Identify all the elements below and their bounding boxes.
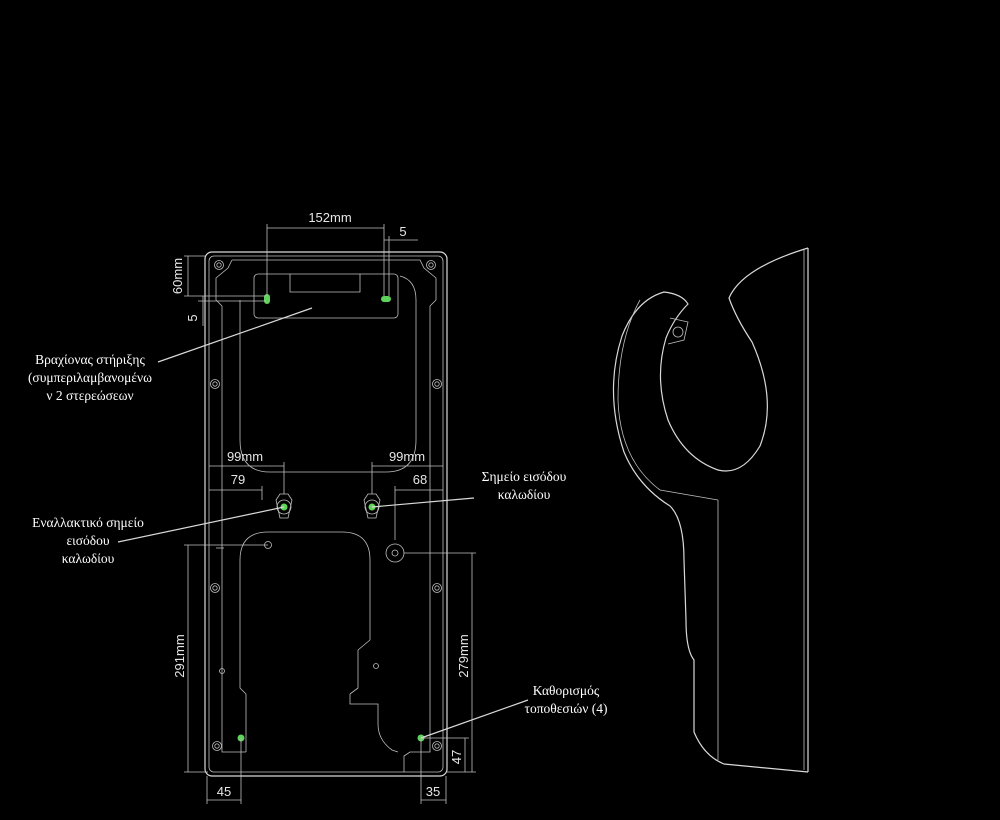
dim-152mm: 152mm: [308, 210, 351, 225]
dim-279mm: 279mm: [456, 634, 471, 677]
svg-text:καλωδίου: καλωδίου: [62, 551, 115, 566]
leader-lines: [117, 307, 529, 739]
label-alt-cable-entry: Εναλλακτικό σημείο εισόδου καλωδίου: [32, 515, 144, 566]
svg-text:ν 2 στερεώσεων: ν 2 στερεώσεων: [46, 388, 133, 403]
side-view-profile: [612, 247, 809, 773]
svg-text:Σημείο εισόδου: Σημείο εισόδου: [482, 469, 567, 484]
dimension-lines: [184, 224, 476, 804]
dim-79: 79: [231, 472, 245, 487]
svg-text:Καθορισμός: Καθορισμός: [533, 683, 600, 698]
dim-top-5: 5: [399, 224, 406, 239]
svg-text:εισόδου: εισόδου: [66, 533, 109, 548]
dim-99mm-left: 99mm: [227, 449, 263, 464]
svg-text:καλωδίου: καλωδίου: [498, 487, 551, 502]
dim-99mm-right: 99mm: [389, 449, 425, 464]
dim-left-5: 5: [185, 314, 200, 321]
svg-text:τοποθεσιών (4): τοποθεσιών (4): [525, 701, 608, 716]
svg-text:(συμπεριλαμβανομένω: (συμπεριλαμβανομένω: [28, 370, 152, 385]
label-cable-entry: Σημείο εισόδου καλωδίου: [482, 469, 567, 502]
back-plate-outline: [204, 251, 448, 777]
fixing-holes: [210, 260, 442, 751]
dim-35: 35: [426, 784, 440, 799]
dim-291mm: 291mm: [172, 634, 187, 677]
dim-60mm: 60mm: [170, 258, 185, 294]
svg-text:Βραχίονας στήριξης: Βραχίονας στήριξης: [35, 352, 145, 367]
svg-text:Εναλλακτικό σημείο: Εναλλακτικό σημείο: [32, 515, 144, 530]
dim-45: 45: [217, 784, 231, 799]
cable-gland-left: [275, 493, 293, 519]
label-fixing-locations: Καθορισμός τοποθεσιών (4): [525, 683, 608, 716]
location-markers: [237, 294, 425, 742]
dim-47: 47: [449, 750, 464, 764]
label-bracket: Βραχίονας στήριξης (συμπεριλαμβανομένω ν…: [28, 352, 152, 403]
dim-68: 68: [413, 472, 427, 487]
